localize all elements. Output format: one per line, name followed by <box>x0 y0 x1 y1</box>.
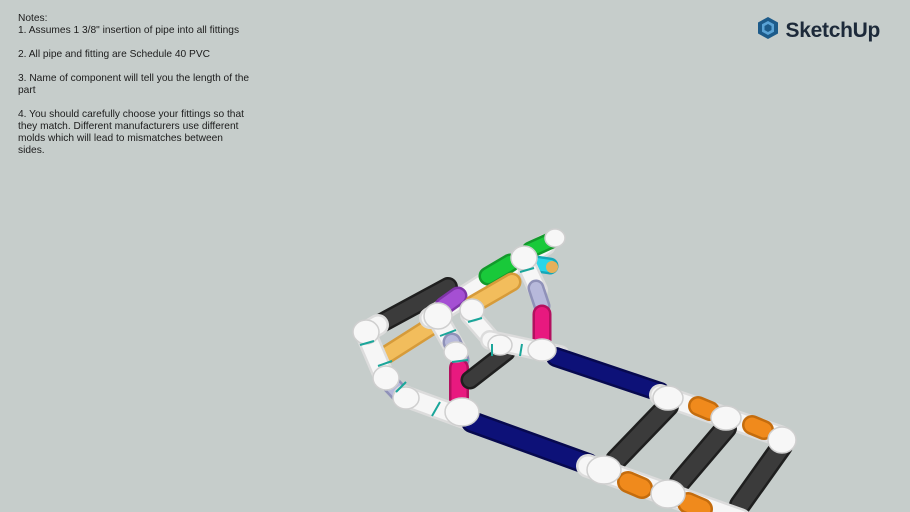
pipe-navy-rear <box>546 347 670 402</box>
pipe-black-cross-1 <box>605 395 679 471</box>
note-item-2: 2. All pipe and fitting are Schedule 40 … <box>18 49 210 60</box>
notes-panel: Notes: 1. Assumes 1 3/8" insertion of pi… <box>18 13 250 157</box>
notes-heading: Notes: <box>18 13 48 24</box>
pipe-navy-front <box>461 411 599 475</box>
pipe-black-cross-2 <box>669 417 737 493</box>
fittings <box>352 228 797 509</box>
pipe-end-tan <box>546 261 558 273</box>
fitting-tee-upper <box>423 302 453 330</box>
pipe-black-cross-3 <box>729 435 793 512</box>
pipe-tan-left <box>376 317 440 365</box>
pipe-orange-front-2 <box>677 492 713 512</box>
fitting-tee-top <box>510 245 538 271</box>
fitting-elbow-right-rear <box>767 426 797 454</box>
fitting-elbow-upper-left <box>352 319 380 345</box>
note-item-4: 4. You should carefully choose your fitt… <box>18 109 244 156</box>
pipe-orange-front-1 <box>617 471 653 499</box>
fitting-cap-top <box>544 228 566 248</box>
pipe-purple <box>434 286 468 316</box>
fitting-elbow-base-left <box>392 386 420 410</box>
fitting-tee-base-rear <box>527 338 557 362</box>
fitting-tee-right-rear <box>652 385 684 411</box>
fitting-elbow-left <box>372 365 400 391</box>
pipe-black-rear-mid <box>460 342 516 390</box>
pipe-green-left <box>478 253 520 286</box>
sketchup-logo-icon <box>756 16 780 45</box>
pipe-orange-rear-2 <box>742 415 774 440</box>
fitting-joint-rear <box>487 334 513 356</box>
fitting-tee-right-mid <box>710 405 742 431</box>
pipe-tan-right <box>464 272 522 314</box>
fitting-joint-mid <box>443 341 469 363</box>
sketchup-logo-text: SketchUp <box>785 18 881 42</box>
fitting-tee-base-front <box>444 397 480 427</box>
pipe-orange-rear-1 <box>688 396 720 421</box>
note-item-1: 1. Assumes 1 3/8" insertion of pipe into… <box>18 25 240 36</box>
pipe-lavender-right <box>527 279 551 315</box>
sketchup-logo[interactable]: SketchUp <box>756 16 880 45</box>
fitting-tee-front-left <box>586 455 622 485</box>
fitting-tee-front-mid <box>650 479 686 509</box>
pipe-black-upper-left <box>366 277 458 336</box>
note-item-3: 3. Name of component will tell you the l… <box>18 73 250 96</box>
teal-bands <box>359 267 535 417</box>
